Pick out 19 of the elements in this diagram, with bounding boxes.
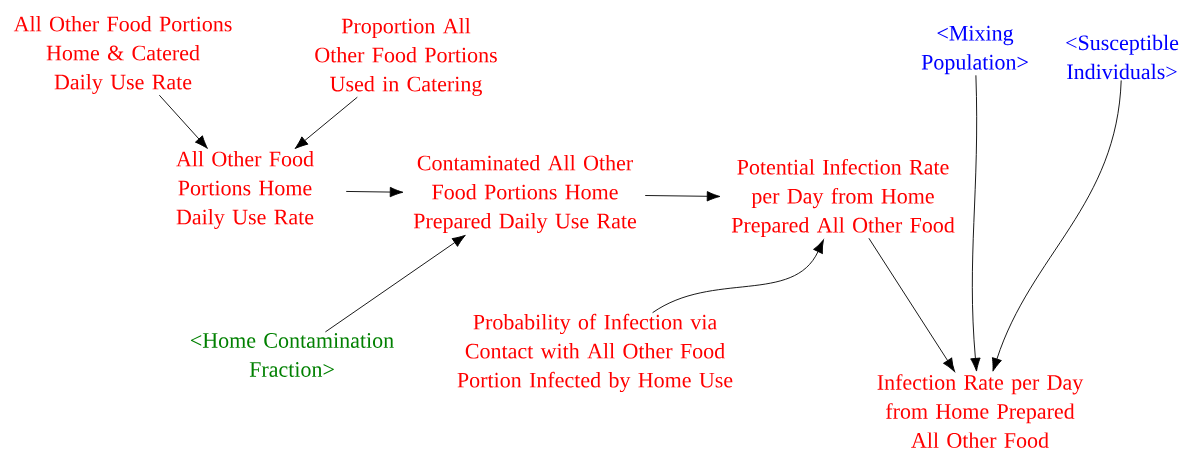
arrow [158,94,208,149]
arrow [294,96,358,150]
arrow [868,237,956,372]
variable-label: All Other Food Portions Home Daily Use Rate [176,151,314,229]
variable-label: <Mixing Population> [921,25,1028,75]
variable-label: Infection Rate per Day from Home Prepared All Other Food [877,374,1084,448]
arrow [652,239,824,314]
arrow [644,191,721,202]
arrow [324,234,466,333]
variable-label: Potential Infection Rate per Day from Home Prepared All Other Food [731,158,955,238]
variable-label: Proportion All Other Food Portions Used in Catering [315,18,497,96]
arrow [991,80,1122,372]
variable-label: All Other Food Portions Home & Catered Daily Use Rate [13,16,232,94]
arrow [970,74,981,372]
arrow [345,186,404,198]
variable-label: <Susceptible Individuals> [1066,34,1179,80]
variable-label: Contaminated All Other Food Portions Home Prepared Daily Use Rate [413,155,637,233]
variable-label: <Home Contamination Fraction> [190,333,394,377]
variable-label: Probability of Infection via Contact with All Other Food Portion Infected by Home Use [457,313,733,393]
